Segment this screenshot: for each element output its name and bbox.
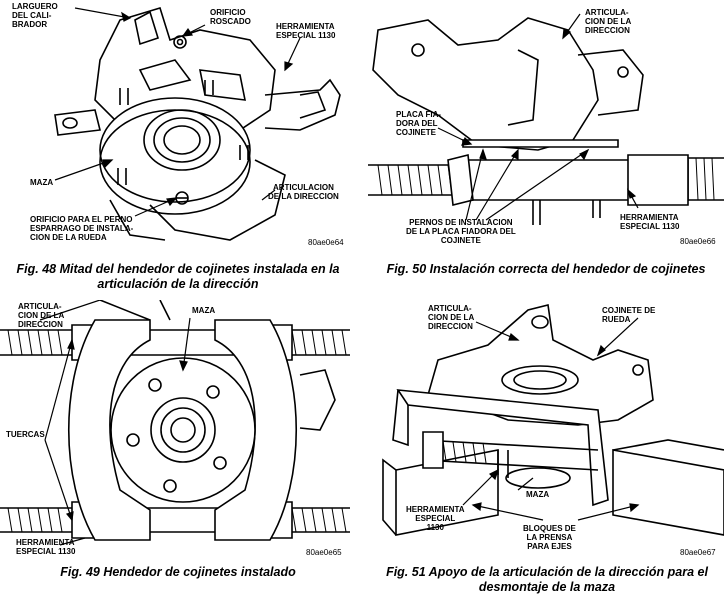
- fig48-label-larguero: LARGUERO DEL CALI- BRADOR: [12, 2, 58, 29]
- fig48-code: 80ae0e64: [308, 238, 344, 247]
- fig49-label-herramienta: HERRAMIENTA ESPECIAL 1130: [16, 538, 76, 556]
- fig51-label-cojinete: COJINETE DE RUEDA: [602, 306, 656, 324]
- fig51-label-bloques: BLOQUES DE LA PRENSA PARA EJES: [523, 524, 576, 551]
- fig51-illustration: [382, 304, 724, 536]
- fig51-label-maza: MAZA: [526, 490, 550, 499]
- fig51-label-articulacion: ARTICULA- CION DE LA DIRECCION: [428, 304, 475, 331]
- fig50-label-placa: PLACA FIA- DORA DEL COJINETE: [396, 110, 442, 137]
- fig51-label-herramienta: HERRAMIENTA ESPECIAL 1130: [406, 505, 465, 532]
- figure-48: LARGUERO DEL CALI- BRADOR ORIFICIO ROSCA…: [0, 0, 355, 250]
- fig48-label-maza: MAZA: [30, 178, 54, 187]
- fig48-caption: Fig. 48 Mitad del hendedor de cojinetes …: [16, 262, 340, 291]
- fig50-label-articulacion: ARTICULA- CION DE LA DIRECCION: [585, 8, 632, 35]
- fig51-code: 80ae0e67: [680, 548, 716, 557]
- fig50-code: 80ae0e66: [680, 237, 716, 246]
- fig48-label-articulacion: ARTICULACION DE LA DIRECCION: [268, 183, 339, 201]
- fig49-label-maza: MAZA: [192, 306, 216, 315]
- fig49-caption: Fig. 49 Hendedor de cojinetes instalado: [60, 565, 296, 579]
- fig51-caption: Fig. 51 Apoyo de la articulación de la d…: [386, 565, 708, 594]
- fig48-illustration: [54, 7, 341, 241]
- fig49-label-articulacion: ARTICULA- CION DE LA DIRECCION: [18, 302, 65, 329]
- fig48-label-orificio-perno: ORIFICIO PARA EL PERNO ESPARRAGO DE INST…: [30, 215, 134, 242]
- fig48-label-orificio-roscado: ORIFICIO ROSCADO: [210, 8, 251, 26]
- figure-50: ARTICULA- CION DE LA DIRECCION PLACA FIA…: [368, 0, 724, 250]
- fig49-label-tuercas: TUERCAS: [6, 430, 45, 439]
- fig50-caption: Fig. 50 Instalación correcta del hendedo…: [386, 262, 706, 276]
- figure-51: ARTICULA- CION DE LA DIRECCION COJINETE …: [368, 300, 724, 558]
- fig50-label-herramienta: HERRAMIENTA ESPECIAL 1130: [620, 213, 680, 231]
- fig49-code: 80ae0e65: [306, 548, 342, 557]
- fig49-illustration: [0, 300, 350, 546]
- fig50-label-pernos: PERNOS DE INSTALACION DE LA PLACA FIADOR…: [406, 218, 516, 245]
- fig50-illustration: [368, 13, 724, 225]
- figure-49: ARTICULA- CION DE LA DIRECCION MAZA TUER…: [0, 300, 355, 558]
- fig48-label-herramienta: HERRAMIENTA ESPECIAL 1130: [276, 22, 336, 40]
